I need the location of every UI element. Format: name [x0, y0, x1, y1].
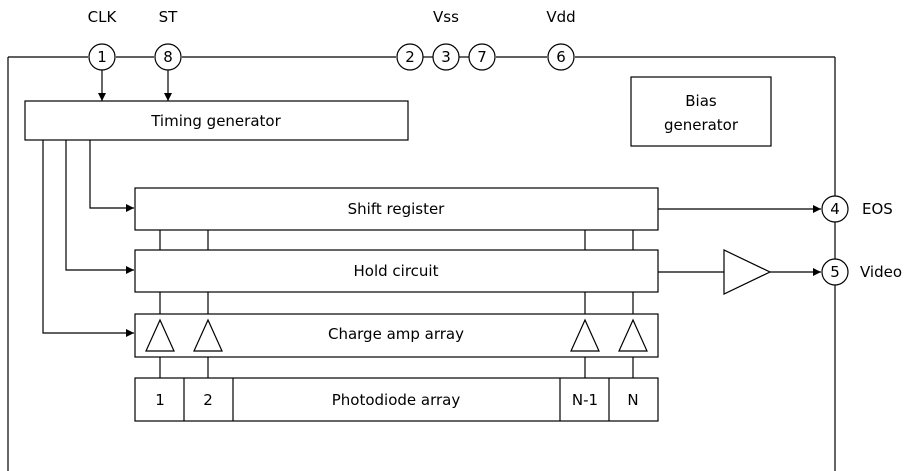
pin-vdd: 6	[547, 43, 575, 71]
hold-circuit-label: Hold circuit	[354, 262, 439, 280]
timing-to-hold-arrow	[65, 140, 134, 274]
bias-generator-block: Bias generator	[630, 76, 772, 147]
chip-outline	[7, 56, 836, 471]
timing-generator-label: Timing generator	[150, 112, 281, 130]
video-buffer-amp	[723, 249, 772, 295]
timing-generator-block: Timing generator	[24, 100, 409, 141]
pin-eos: 4	[821, 195, 849, 223]
timing-to-amp-arrow	[42, 140, 134, 337]
photodiode-cell-1: 1	[155, 391, 165, 409]
pin-label-eos: EOS	[862, 200, 893, 218]
pin-vss-group: 2 3 7	[396, 43, 496, 71]
pin-number-2: 2	[405, 48, 415, 66]
photodiode-array-block: 1 2 Photodiode array N-1 N	[134, 377, 659, 422]
charge-amp-array-label: Charge amp array	[328, 325, 464, 343]
pin-number-4: 4	[830, 200, 840, 218]
pin-number-8: 8	[163, 48, 173, 66]
pin-label-st: ST	[159, 8, 179, 26]
pin-clk: 1	[88, 43, 116, 71]
shift-register-label: Shift register	[348, 200, 446, 218]
pin-video: 5	[821, 258, 849, 286]
bias-generator-label-line2: generator	[664, 116, 739, 134]
amp-triangle-n-1	[570, 318, 600, 352]
photodiode-cell-2: 2	[203, 391, 213, 409]
photodiode-cell-n: N	[627, 391, 638, 409]
shift-hold-connections	[159, 230, 634, 250]
pin-st: 8	[154, 43, 182, 71]
amp-triangle-n	[618, 318, 648, 352]
shift-register-block: Shift register	[134, 187, 659, 231]
bias-generator-label-line1: Bias	[685, 92, 717, 110]
pin-number-7: 7	[477, 48, 487, 66]
pin-label-video: Video	[860, 263, 902, 281]
pin-number-6: 6	[556, 48, 566, 66]
hold-amp-connections	[159, 292, 634, 314]
pin-label-clk: CLK	[88, 8, 118, 26]
pin-number-5: 5	[830, 263, 840, 281]
pin-label-vdd: Vdd	[546, 8, 575, 26]
charge-amp-array-block: Charge amp array	[134, 313, 659, 358]
photodiode-array-label: Photodiode array	[332, 391, 461, 409]
pin-number-1: 1	[97, 48, 107, 66]
pin-number-3: 3	[441, 48, 451, 66]
timing-to-shift-arrow	[89, 140, 134, 212]
photodiode-cell-n-1: N-1	[572, 391, 598, 409]
amp-triangle-1	[145, 318, 175, 352]
hold-circuit-block: Hold circuit	[134, 249, 659, 293]
amp-photodiode-connections	[159, 357, 634, 378]
amp-triangle-2	[193, 318, 223, 352]
pin-label-vss: Vss	[433, 8, 459, 26]
